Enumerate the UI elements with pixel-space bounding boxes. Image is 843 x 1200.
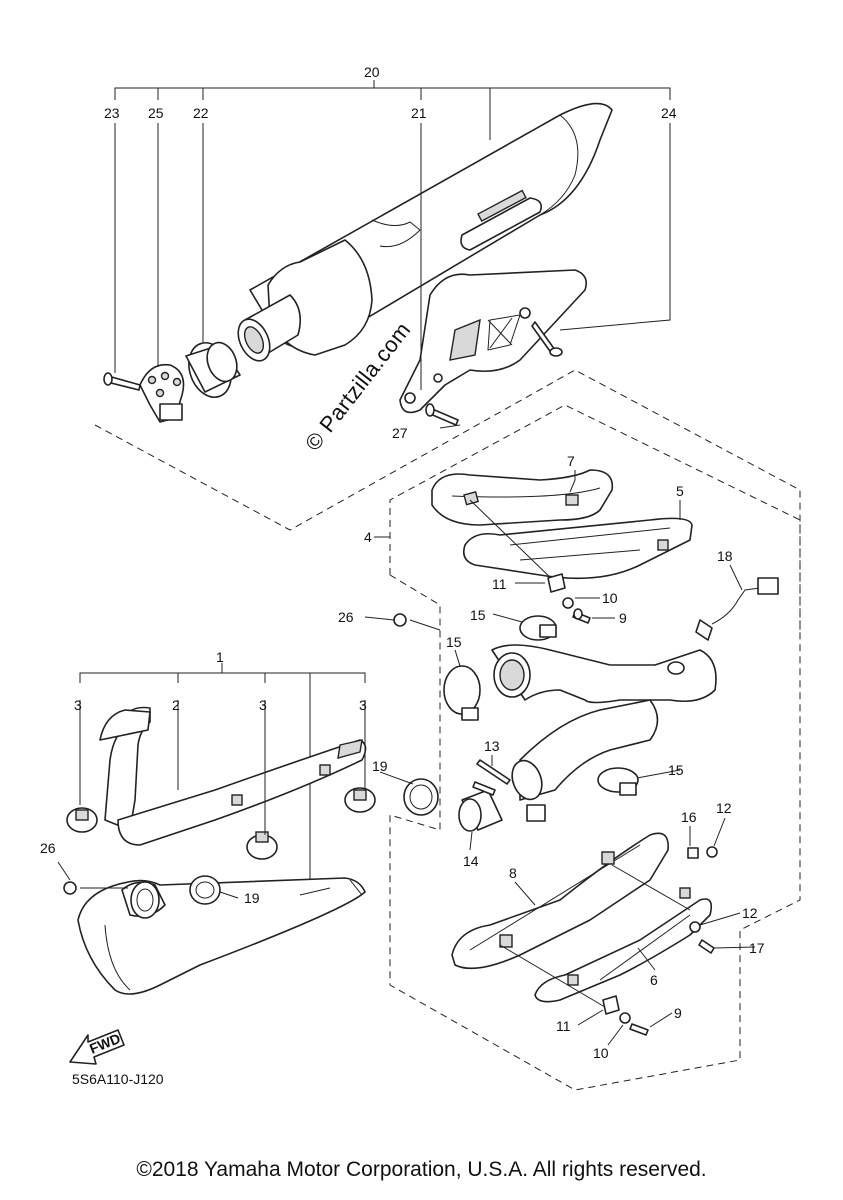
callout-3-a: 3 [74, 697, 82, 713]
callout-25: 25 [148, 105, 164, 121]
callout-4: 4 [364, 529, 372, 545]
fasteners-9-10-11-upper[interactable] [469, 499, 591, 624]
callout-2: 2 [172, 697, 180, 713]
callout-3-b: 3 [259, 697, 267, 713]
callout-27: 27 [392, 425, 408, 441]
callout-13: 13 [484, 738, 500, 754]
callout-26-upper: 26 [338, 609, 354, 625]
callout-22: 22 [193, 105, 209, 121]
callout-18: 18 [717, 548, 733, 564]
callout-20: 20 [364, 64, 380, 80]
callout-15-a: 15 [470, 607, 486, 623]
callout-9-lower: 9 [674, 1005, 682, 1021]
bolt-13[interactable] [476, 759, 511, 785]
forward-arrow-icon: FWD [69, 1029, 125, 1065]
gasket-19-14[interactable] [403, 778, 503, 832]
heat-protector-lower[interactable] [451, 832, 718, 1036]
callout-26-lower: 26 [40, 840, 56, 856]
callout-12-b: 12 [742, 905, 758, 921]
clamp-15[interactable] [443, 615, 639, 796]
callout-7: 7 [567, 453, 575, 469]
copyright-notice: ©2018 Yamaha Motor Corporation, U.S.A. A… [136, 1158, 707, 1181]
exhaust-pipe-collector[interactable] [491, 644, 717, 822]
callout-15-c: 15 [668, 762, 684, 778]
callout-24: 24 [661, 105, 677, 121]
callout-17: 17 [749, 940, 765, 956]
callout-labels: 20 23 25 22 21 24 27 7 5 4 18 11 10 9 26… [40, 64, 765, 1061]
callout-19-upper: 19 [372, 758, 388, 774]
callout-3-c: 3 [359, 697, 367, 713]
heat-protector-upper[interactable] [431, 469, 693, 580]
callout-11-lower: 11 [556, 1018, 571, 1034]
callout-14: 14 [463, 853, 479, 869]
muffler-assembly[interactable] [94, 80, 801, 630]
callout-21: 21 [411, 105, 427, 121]
callout-8: 8 [509, 865, 517, 881]
callout-5: 5 [676, 483, 684, 499]
callout-23: 23 [104, 105, 120, 121]
callout-16: 16 [681, 809, 697, 825]
callout-6: 6 [650, 972, 658, 988]
leader-lines [57, 470, 756, 1046]
callout-9-upper: 9 [619, 610, 627, 626]
callout-10-lower: 10 [593, 1045, 609, 1061]
callout-10-upper: 10 [602, 590, 618, 606]
callout-19-lower: 19 [244, 890, 260, 906]
callout-15-b: 15 [446, 634, 462, 650]
callout-12-a: 12 [716, 800, 732, 816]
callout-1: 1 [216, 649, 224, 665]
diagram-code: 5S6A110-J120 [72, 1071, 164, 1087]
o2-sensor[interactable] [695, 577, 779, 641]
front-exhaust-pipes[interactable] [66, 663, 376, 995]
callout-11-upper: 11 [492, 576, 507, 592]
